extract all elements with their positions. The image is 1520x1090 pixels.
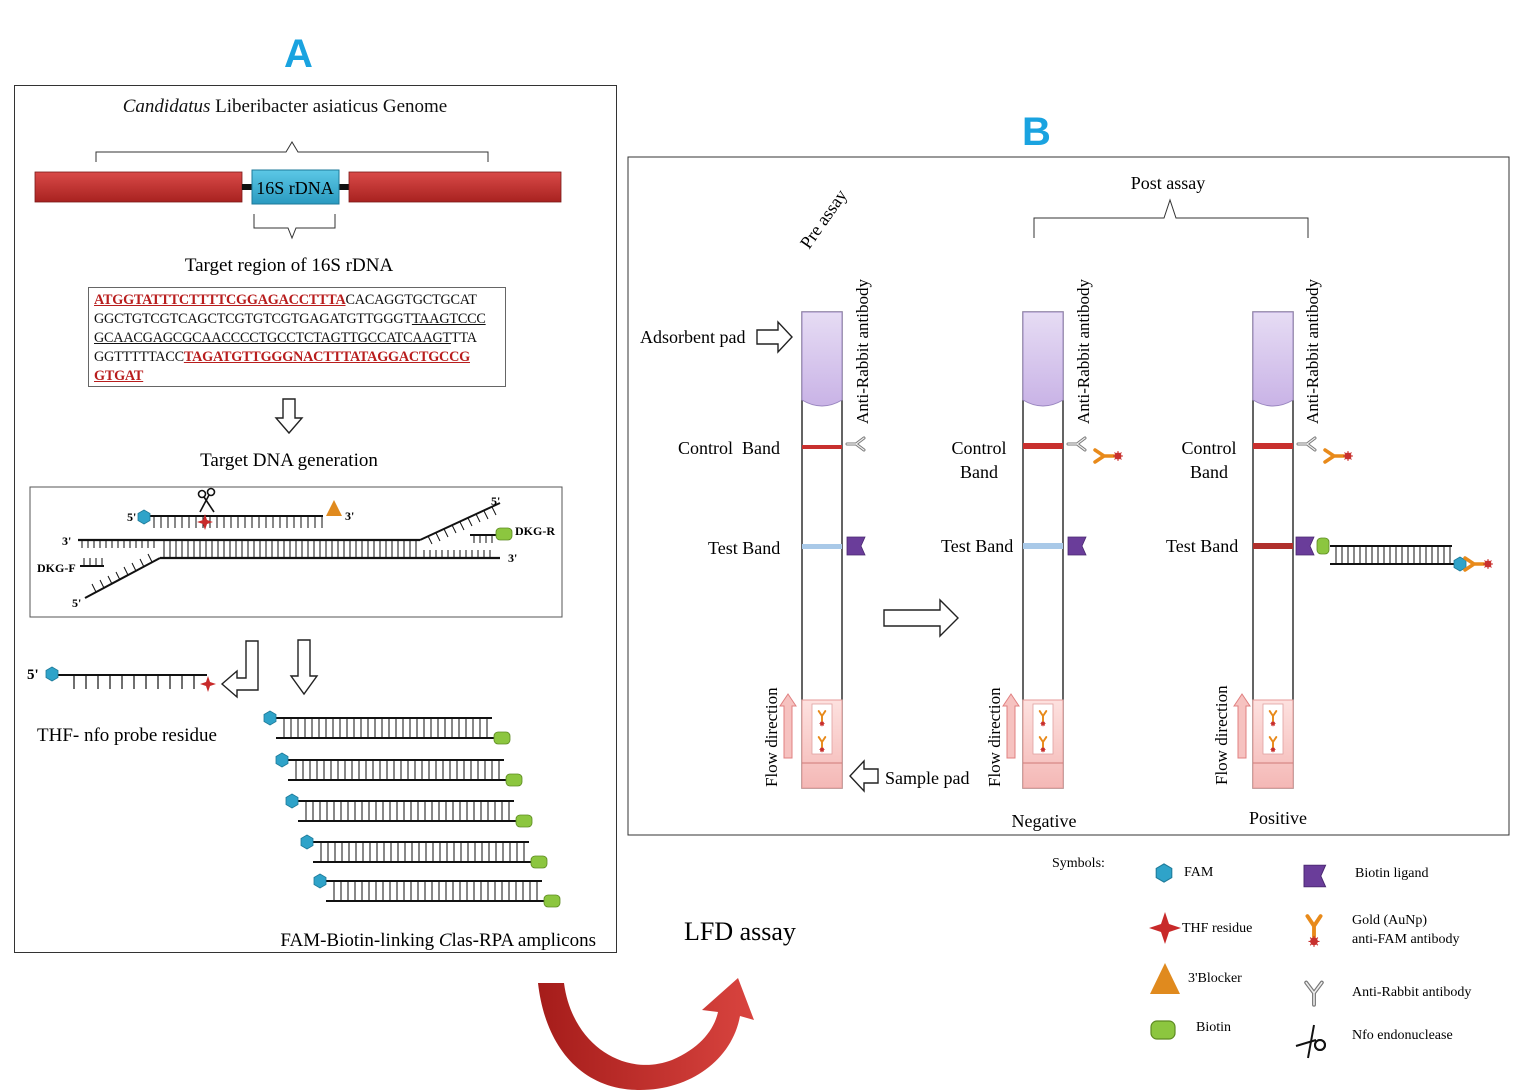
thf-probe-label: THF- nfo probe residue xyxy=(37,725,217,746)
sequence-box: ATGGTATTTCTTTTCGGAGACCTTTACACAGGTGCTGCAT… xyxy=(88,287,506,387)
seq-line4-primer: TAGATGTTGGGNACTTTATAGGACTGCCG xyxy=(183,349,470,365)
strip-pre-assay xyxy=(779,311,866,789)
seq-line4-plain: GGTTTTTACC xyxy=(94,349,184,365)
target-region-label: Target region of 16S rDNA xyxy=(185,255,394,276)
bottom-strand-3prime: 3' xyxy=(508,551,517,565)
dkg-r-label: DKG-R xyxy=(515,524,555,538)
amplicons-label-post: las-RPA amplicons xyxy=(452,930,596,951)
amplicons-label-italic: C xyxy=(439,930,452,951)
strip-negative xyxy=(1002,311,1125,789)
down-arrow-2 xyxy=(289,639,319,696)
test-band-label-positive: Test Band xyxy=(1166,536,1238,556)
legend-thf-icon xyxy=(1149,912,1181,944)
genome-title: Candidatus Liberibacter asiaticus Genome xyxy=(0,96,570,118)
rpa-amplicons xyxy=(263,710,561,908)
legend-thf-label: THF residue xyxy=(1182,921,1252,936)
strip-positive xyxy=(1233,311,1495,789)
legend-fam-label: FAM xyxy=(1184,865,1214,880)
legend-biotin-icon xyxy=(1150,1020,1176,1040)
legend-anti-rabbit-label: Anti-Rabbit antibody xyxy=(1352,985,1471,1000)
adsorbent-pad-arrow xyxy=(756,320,793,354)
lower-branch-5prime: 5' xyxy=(72,596,81,610)
control-label-negative-1: Control xyxy=(951,438,1006,458)
amplification-box xyxy=(29,486,563,618)
legend-ligand-label: Biotin ligand xyxy=(1355,866,1429,881)
seq-line1-primer: ATGGTATTTCTTTTCGGAGACCTTTA xyxy=(94,292,346,308)
seq-line2-plain: GGCTGTCGTCAGCTCGTGTCGTGAGATGTTGGGT xyxy=(94,311,412,327)
pre-assay-label: Pre assay xyxy=(796,186,851,253)
top-strand-3prime: 3' xyxy=(62,534,71,548)
seq-line5-primer: GTGAT xyxy=(94,368,144,384)
genome-bar xyxy=(34,169,562,205)
seq-line2-underlined: TAAGTCCC xyxy=(411,311,486,327)
probe-5prime: 5' xyxy=(127,510,136,524)
left-turn-arrow xyxy=(220,640,259,699)
probe-3prime: 3' xyxy=(345,509,354,523)
anti-rabbit-label-negative: Anti-Rabbit antibody xyxy=(1074,279,1093,424)
legend-biotin-label: Biotin xyxy=(1196,1020,1231,1035)
legend-ligand-icon xyxy=(1303,864,1327,888)
legend-gold-label-1: Gold (AuNp) xyxy=(1352,913,1427,928)
legend-nfo-label: Nfo endonuclease xyxy=(1352,1028,1453,1043)
sample-pad-arrow xyxy=(849,759,879,793)
legend-gold-label-2: anti-FAM antibody xyxy=(1352,932,1459,947)
down-arrow-1 xyxy=(274,398,304,435)
genome-title-rest: Liberibacter asiaticus Genome xyxy=(210,96,448,117)
panel-a-frame xyxy=(14,85,617,953)
test-band-label-negative: Test Band xyxy=(941,536,1013,556)
seq-line3-rest: TTA xyxy=(451,330,477,346)
flow-direction-negative: Flow direction xyxy=(985,687,1004,787)
legend-anti-rabbit-icon xyxy=(1304,980,1324,1007)
legend-nfo-scissors-icon xyxy=(1295,1024,1326,1059)
post-assay-brace xyxy=(1033,198,1309,238)
transition-arc-arrow xyxy=(538,978,754,1090)
control-label-positive-2: Band xyxy=(1190,462,1228,482)
target-brace xyxy=(253,214,336,240)
legend-blocker-icon xyxy=(1150,963,1180,994)
genome-title-italic: Candidatus xyxy=(122,96,211,117)
panel-a-letter: A xyxy=(284,32,313,76)
legend-blocker-label: 3'Blocker xyxy=(1188,971,1242,986)
anti-rabbit-label-pre: Anti-Rabbit antibody xyxy=(853,279,872,424)
panel-b-frame xyxy=(627,156,1510,836)
genome-brace xyxy=(95,141,489,162)
test-band-label-pre: Test Band xyxy=(708,538,780,558)
upper-branch-5prime: 5' xyxy=(491,494,500,508)
thf-probe-residue xyxy=(45,666,216,692)
adsorbent-pad-label: Adsorbent pad xyxy=(640,327,745,347)
control-band-label-pre: Control Band xyxy=(678,438,780,458)
control-label-positive-1: Control xyxy=(1181,438,1236,458)
legend-fam-icon xyxy=(1155,863,1173,883)
panel-b-letter: B xyxy=(1022,110,1051,154)
sample-pad-label: Sample pad xyxy=(885,768,969,788)
post-assay-label: Post assay xyxy=(1131,173,1206,193)
probe-residue-5prime: 5' xyxy=(27,667,39,683)
target-dna-label: Target DNA generation xyxy=(200,450,378,471)
amplicons-label: FAM-Biotin-linking Clas-RPA amplicons xyxy=(280,930,596,951)
legend-title: Symbols: xyxy=(1052,856,1105,871)
seq-line3-underlined: GCAACGAGCGCAACCCCTGCCTCTAGTTGCCATCAAGT xyxy=(94,330,452,346)
anti-rabbit-label-positive: Anti-Rabbit antibody xyxy=(1303,279,1322,424)
flow-direction-positive: Flow direction xyxy=(1212,685,1231,785)
positive-label: Positive xyxy=(1249,808,1307,828)
lfd-assay-label: LFD assay xyxy=(684,917,796,946)
amplicons-label-pre: FAM-Biotin-linking xyxy=(280,930,439,951)
amplification-scheme xyxy=(78,487,513,599)
legend-gold-icon xyxy=(1305,914,1323,949)
control-label-negative-2: Band xyxy=(960,462,998,482)
dkg-f-label: DKG-F xyxy=(37,561,76,575)
result-arrow xyxy=(883,598,959,638)
negative-label: Negative xyxy=(1012,811,1077,831)
rdna-label: 16S rDNA xyxy=(256,178,334,198)
flow-direction-pre: Flow direction xyxy=(762,687,781,787)
seq-line1-rest: CACAGGTGCTGCAT xyxy=(345,292,477,308)
